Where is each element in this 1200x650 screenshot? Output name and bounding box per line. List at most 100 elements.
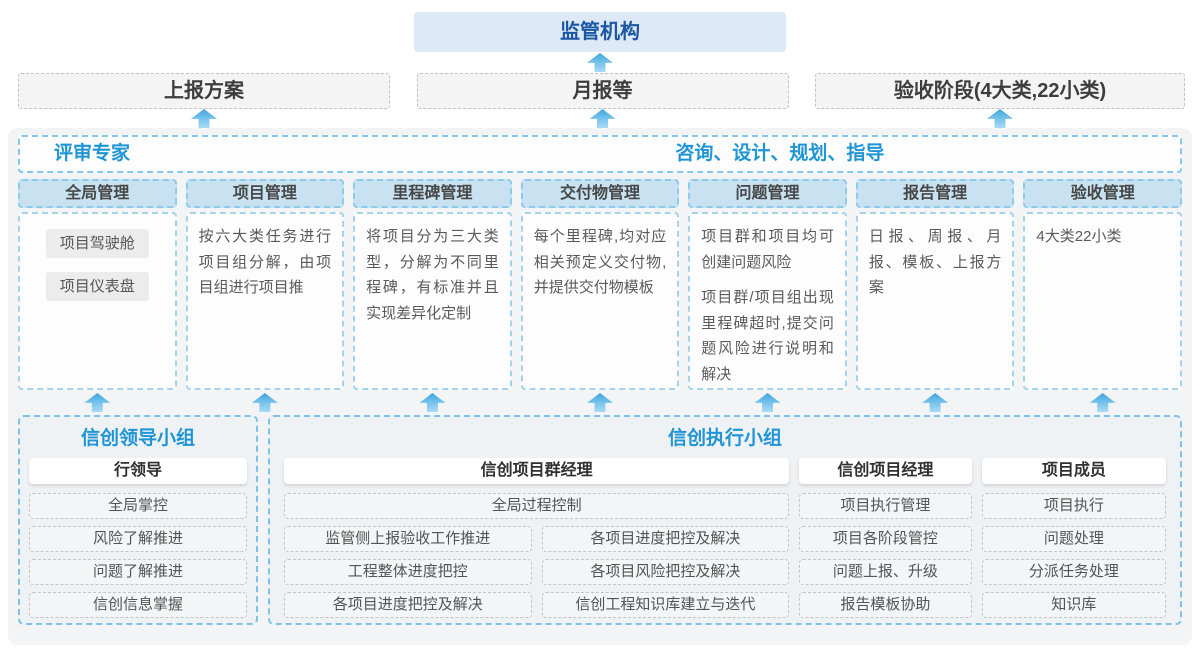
- up-arrow-icon: [587, 53, 613, 72]
- program-manager-group: 信创项目群经理 全局过程控制 监管侧上报验收工作推进 各项目进度把控及解决 工程…: [284, 453, 790, 618]
- arrow-cell: [1023, 393, 1182, 412]
- execution-group: 信创执行小组 信创项目群经理 全局过程控制 监管侧上报验收工作推进 各项目进度把…: [268, 415, 1182, 625]
- list-item: 问题上报、升级: [799, 559, 972, 585]
- column-body: 按六大类任务进行项目组分解，由项目组进行项目推: [185, 212, 345, 390]
- bottom-groups: 信创领导小组 行领导 全局掌控 风险了解推进 问题了解推进 信创信息掌握 信创执…: [18, 415, 1182, 625]
- column-global-management: 全局管理 项目驾驶舱 项目仪表盘: [18, 179, 177, 390]
- column-header: 交付物管理: [520, 179, 680, 208]
- flow-row: 上报方案 月报等 验收阶段(4大类,22小类): [0, 72, 1200, 109]
- column-body: 将项目分为三大类型，分解为不同里程碑，有标准并且实现差异化定制: [353, 212, 512, 390]
- list-item: 问题了解推进: [29, 559, 247, 585]
- column-acceptance-management: 验收管理 4大类22小类: [1023, 179, 1182, 390]
- up-arrow-icon: [922, 393, 949, 412]
- leadership-items: 全局掌控 风险了解推进 问题了解推进 信创信息掌握: [29, 493, 247, 618]
- arrow-cell: [186, 393, 345, 412]
- list-item: 全局掌控: [29, 493, 247, 519]
- list-item: 项目执行: [981, 493, 1166, 519]
- project-manager-items: 项目执行管理 项目各阶段管控 问题上报、升级 报告模板协助: [799, 493, 972, 618]
- list-item: 各项目进度把控及解决: [541, 526, 790, 552]
- column-text: 项目群和项目均可创建问题风险: [701, 228, 834, 271]
- platform-container: 评审专家 咨询、设计、规划、指导 全局管理 项目驾驶舱 项目仪表盘 项目管理 按…: [8, 128, 1192, 645]
- project-member-group: 项目成员 项目执行 问题处理 分派任务处理 知识库: [981, 453, 1166, 618]
- list-item: 报告模板协助: [799, 592, 972, 618]
- column-milestone-management: 里程碑管理 将项目分为三大类型，分解为不同里程碑，有标准并且实现差异化定制: [353, 179, 512, 390]
- pill-project-dashboard: 项目仪表盘: [45, 272, 149, 301]
- arrow-cell: [18, 393, 177, 412]
- arrows-to-columns: [18, 393, 1182, 412]
- column-project-management: 项目管理 按六大类任务进行项目组分解，由项目组进行项目推: [185, 179, 345, 390]
- column-header: 项目管理: [185, 179, 345, 208]
- project-manager-group: 信创项目经理 项目执行管理 项目各阶段管控 问题上报、升级 报告模板协助: [799, 453, 972, 618]
- column-text: 按六大类任务进行项目组分解，由项目组进行项目推: [198, 228, 332, 296]
- column-text: 项目群/项目组出现里程碑超时,提交问题风险进行说明和解决: [701, 289, 834, 383]
- leadership-group: 信创领导小组 行领导 全局掌控 风险了解推进 问题了解推进 信创信息掌握: [18, 415, 258, 625]
- arrow-cell: [18, 109, 390, 128]
- up-arrow-icon: [1089, 393, 1116, 412]
- program-manager-items: 监管侧上报验收工作推进 各项目进度把控及解决 工程整体进度把控 各项目风险把控及…: [284, 526, 790, 618]
- role-bank-leaders: 行领导: [29, 458, 247, 484]
- arrow-to-regulator-row: [0, 53, 1200, 72]
- column-header: 报告管理: [855, 179, 1015, 208]
- execution-columns: 信创项目群经理 全局过程控制 监管侧上报验收工作推进 各项目进度把控及解决 工程…: [284, 453, 1166, 618]
- list-item: 风险了解推进: [29, 526, 247, 552]
- column-text: 将项目分为三大类型，分解为不同里程碑，有标准并且实现差异化定制: [366, 228, 499, 322]
- arrow-cell: [353, 393, 512, 412]
- column-text: 日报、周报、月报、模板、上报方案: [868, 228, 1002, 296]
- management-columns: 全局管理 项目驾驶舱 项目仪表盘 项目管理 按六大类任务进行项目组分解，由项目组…: [18, 179, 1182, 390]
- list-item: 信创信息掌握: [29, 592, 247, 618]
- list-item: 信创工程知识库建立与迭代: [541, 592, 790, 618]
- list-item: 全局过程控制: [284, 493, 790, 519]
- column-header: 问题管理: [688, 179, 847, 208]
- consulting-label: 咨询、设计、规划、指导: [675, 143, 885, 164]
- list-item: 项目执行管理: [799, 493, 972, 519]
- flow-box-report-plan: 上报方案: [18, 73, 390, 109]
- arrow-cell: [815, 109, 1185, 128]
- arrow-cell: [417, 109, 789, 128]
- column-header: 里程碑管理: [353, 179, 512, 208]
- regulator-row: 监管机构: [0, 0, 1200, 52]
- expert-band: 评审专家 咨询、设计、规划、指导: [18, 135, 1182, 173]
- list-item: 各项目风险把控及解决: [541, 559, 790, 585]
- up-arrow-icon: [589, 109, 616, 128]
- pill-project-cockpit: 项目驾驶舱: [45, 229, 149, 258]
- leadership-title: 信创领导小组: [80, 428, 195, 449]
- column-body: 项目群和项目均可创建问题风险 项目群/项目组出现里程碑超时,提交问题风险进行说明…: [688, 212, 847, 390]
- arrow-cell: [688, 393, 847, 412]
- up-arrow-icon: [84, 393, 111, 412]
- column-header: 验收管理: [1023, 179, 1182, 208]
- arrows-to-flow-row: [0, 109, 1200, 128]
- column-header: 全局管理: [18, 179, 177, 208]
- list-item: 工程整体进度把控: [284, 559, 532, 585]
- column-text: 4大类22小类: [1036, 228, 1122, 245]
- review-experts-label: 评审专家: [54, 143, 131, 164]
- column-text: 每个里程碑,均对应相关预定义交付物,并提供交付物模板: [533, 228, 667, 296]
- program-manager-full-item: 全局过程控制: [284, 493, 790, 519]
- column-body: 项目驾驶舱 项目仪表盘: [18, 212, 177, 390]
- role-project-member: 项目成员: [981, 458, 1166, 484]
- column-report-management: 报告管理 日报、周报、月报、模板、上报方案: [855, 179, 1015, 390]
- flow-box-monthly-report: 月报等: [416, 73, 789, 109]
- list-item: 各项目进度把控及解决: [284, 592, 532, 618]
- regulator-box: 监管机构: [414, 12, 786, 52]
- column-body: 日报、周报、月报、模板、上报方案: [855, 212, 1015, 390]
- up-arrow-icon: [419, 393, 446, 412]
- arrow-cell: [521, 393, 680, 412]
- list-item: 监管侧上报验收工作推进: [284, 526, 532, 552]
- project-member-items: 项目执行 问题处理 分派任务处理 知识库: [981, 493, 1166, 618]
- up-arrow-icon: [191, 109, 217, 128]
- column-issue-management: 问题管理 项目群和项目均可创建问题风险 项目群/项目组出现里程碑超时,提交问题风…: [688, 179, 847, 390]
- up-arrow-icon: [251, 393, 278, 412]
- role-program-manager: 信创项目群经理: [284, 458, 790, 484]
- list-item: 项目各阶段管控: [799, 526, 972, 552]
- list-item: 问题处理: [981, 526, 1166, 552]
- list-item: 分派任务处理: [981, 559, 1166, 585]
- arrow-cell: [856, 393, 1015, 412]
- column-body: 4大类22小类: [1023, 212, 1182, 390]
- flow-box-acceptance-stage: 验收阶段(4大类,22小类): [815, 73, 1185, 109]
- up-arrow-icon: [987, 109, 1013, 128]
- column-deliverable-management: 交付物管理 每个里程碑,均对应相关预定义交付物,并提供交付物模板: [520, 179, 680, 390]
- up-arrow-icon: [754, 393, 781, 412]
- column-body: 每个里程碑,均对应相关预定义交付物,并提供交付物模板: [520, 212, 680, 390]
- role-project-manager: 信创项目经理: [799, 458, 972, 484]
